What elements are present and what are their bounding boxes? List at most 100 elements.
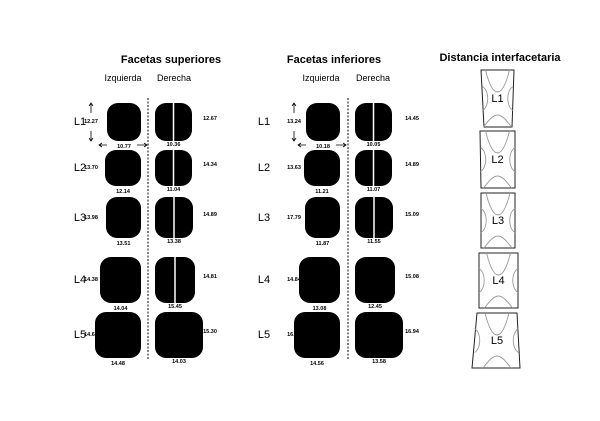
left-height-value: 17.79 bbox=[287, 214, 301, 221]
right-width-value: 13.38 bbox=[167, 239, 181, 245]
left-height-value: 13.70 bbox=[84, 165, 98, 171]
left-facet-shape bbox=[305, 197, 340, 238]
right-height-value: 14.45 bbox=[405, 116, 419, 122]
right-label-inferiores: Derecha bbox=[355, 73, 391, 83]
level-label: L1 bbox=[257, 116, 271, 128]
level-label: L4 bbox=[257, 274, 271, 286]
level-label: L5 bbox=[73, 329, 87, 341]
left-width-value: 10.77 bbox=[117, 144, 131, 150]
left-width-value: 14.48 bbox=[111, 361, 125, 367]
right-height-value: 12.67 bbox=[203, 116, 217, 122]
interfacet-level-label: L2 bbox=[491, 153, 504, 166]
right-label-superiores: Derecha bbox=[156, 73, 192, 83]
left-facet-shape bbox=[304, 150, 340, 186]
right-width-value: 10.05 bbox=[366, 142, 381, 148]
right-width-value: 13.58 bbox=[372, 359, 386, 365]
left-width-value: 11.21 bbox=[315, 189, 329, 195]
upper-facet-curve bbox=[485, 130, 510, 154]
width-arrow-right-icon bbox=[336, 142, 347, 148]
left-facet-shape bbox=[306, 103, 340, 141]
left-height-value: 13.63 bbox=[287, 165, 301, 171]
left-facet-shape bbox=[106, 197, 141, 238]
left-facet-shape bbox=[107, 103, 141, 141]
level-label: L2 bbox=[257, 162, 271, 174]
left-width-value: 13.51 bbox=[116, 241, 131, 247]
interfacet-level-label: L1 bbox=[491, 92, 504, 105]
left-facet-curve bbox=[478, 268, 485, 293]
left-facet-shape bbox=[95, 312, 141, 358]
left-width-value: 13.08 bbox=[312, 306, 327, 312]
left-width-value: 14.56 bbox=[310, 361, 324, 367]
left-label-superiores: Izquierda bbox=[104, 73, 142, 83]
right-facet-curve bbox=[507, 86, 514, 111]
level-label: L3 bbox=[73, 211, 87, 224]
level-label: L5 bbox=[257, 329, 271, 341]
left-height-value: 16.50 bbox=[287, 332, 301, 338]
left-facet-curve bbox=[480, 147, 487, 172]
interfacet-box bbox=[478, 252, 519, 309]
left-facet-curve bbox=[474, 328, 481, 353]
right-width-value: 15.45 bbox=[168, 304, 182, 310]
left-facet-shape bbox=[105, 150, 141, 186]
lower-facet-curve bbox=[484, 295, 513, 309]
lower-facet-curve bbox=[483, 114, 512, 128]
left-width-value: 10.18 bbox=[316, 144, 330, 150]
left-height-value: 14.84 bbox=[287, 277, 301, 283]
right-width-value: 11.04 bbox=[166, 187, 181, 193]
left-facet-shape bbox=[294, 312, 340, 358]
left-facet-curve bbox=[482, 86, 489, 111]
distance-title: Distancia interfacetaria bbox=[439, 52, 561, 64]
upper-facet-curve bbox=[485, 69, 510, 93]
left-height-value: 13.24 bbox=[287, 119, 301, 125]
right-facet-curve bbox=[509, 208, 516, 233]
right-width-value: 12.45 bbox=[368, 304, 382, 310]
width-arrow-left-icon bbox=[297, 142, 306, 148]
right-height-value: 14.89 bbox=[405, 162, 419, 168]
panel-title-superiores: Facetas superiores bbox=[120, 54, 222, 66]
left-height-value: 14.66 bbox=[84, 332, 98, 338]
lower-facet-curve bbox=[483, 235, 513, 249]
interfacet-box bbox=[480, 192, 516, 249]
right-height-value: 14.34 bbox=[203, 162, 217, 168]
upper-facet-curve bbox=[485, 192, 511, 216]
right-width-value: 10.36 bbox=[166, 142, 181, 148]
upper-facet-curve bbox=[484, 312, 510, 336]
height-arrow-down-icon bbox=[88, 131, 94, 142]
left-height-value: 12.27 bbox=[84, 119, 98, 125]
right-height-value: 14.89 bbox=[203, 211, 217, 218]
height-arrow-up-icon bbox=[291, 102, 297, 113]
right-height-value: 15.08 bbox=[405, 274, 419, 280]
level-label: L3 bbox=[257, 211, 271, 224]
right-width-value: 11.07 bbox=[366, 187, 381, 193]
right-height-value: 14.81 bbox=[203, 274, 217, 280]
level-label: L4 bbox=[73, 274, 87, 286]
right-facet-shape bbox=[355, 312, 403, 358]
interfacet-level-label: L4 bbox=[492, 274, 505, 287]
interfacet-level-label: L3 bbox=[491, 214, 505, 227]
interfacet-box bbox=[479, 130, 516, 189]
lower-facet-curve bbox=[482, 355, 512, 369]
interfacet-box bbox=[471, 312, 521, 369]
lower-facet-curve bbox=[483, 175, 512, 189]
left-width-value: 14.04 bbox=[113, 306, 128, 312]
height-arrow-down-icon bbox=[291, 131, 297, 142]
interfacet-level-label: L5 bbox=[490, 334, 504, 347]
right-facet-curve bbox=[509, 147, 516, 172]
left-height-value: 13.98 bbox=[84, 214, 98, 221]
panel-title-inferiores: Facetas inferiores bbox=[286, 54, 382, 66]
right-width-value: 14.03 bbox=[172, 359, 186, 365]
interfacet-box bbox=[480, 69, 515, 128]
right-facet-shape bbox=[155, 312, 203, 358]
left-facet-curve bbox=[480, 208, 487, 233]
right-height-value: 16.94 bbox=[405, 329, 419, 335]
upper-facet-curve bbox=[486, 252, 511, 276]
level-label: L1 bbox=[73, 116, 87, 128]
left-width-value: 11.87 bbox=[315, 241, 330, 247]
left-width-value: 12.14 bbox=[116, 189, 130, 195]
right-facet-curve bbox=[512, 328, 519, 353]
right-facet-curve bbox=[512, 268, 519, 293]
left-height-value: 14.38 bbox=[84, 277, 98, 283]
left-label-inferiores: Izquierda bbox=[302, 73, 340, 83]
width-arrow-right-icon bbox=[137, 142, 148, 148]
